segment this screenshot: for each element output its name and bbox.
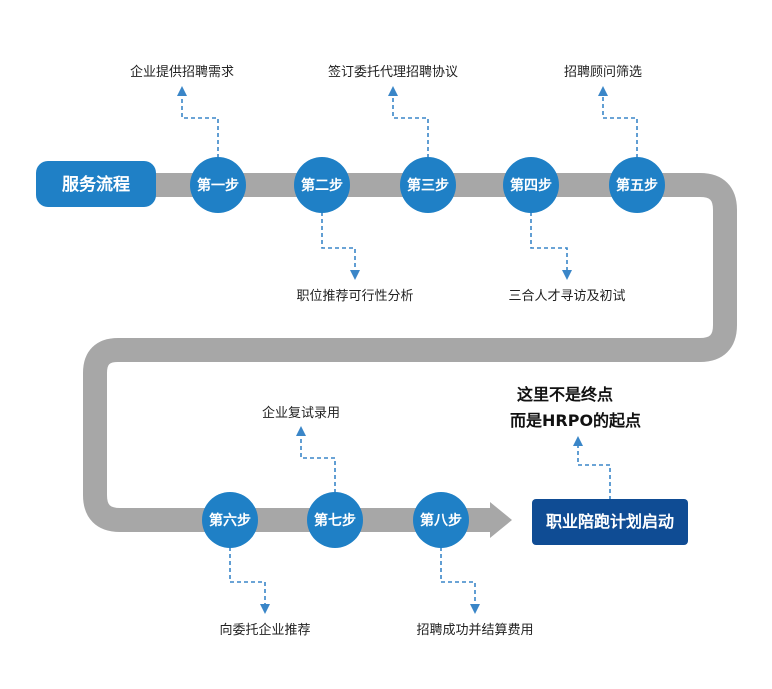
step-2-note: 职位推荐可行性分析 [296, 289, 413, 304]
step-4-note: 三合人才寻访及初试 [508, 289, 625, 304]
slogan-line-2: 而是HRPO的起点 [510, 411, 641, 430]
step-8: 第八步 [413, 492, 469, 548]
connector-step-6 [229, 547, 270, 614]
flow-track [83, 173, 737, 532]
step-6-note: 向委托企业推荐 [219, 622, 310, 638]
connector-step-2 [321, 212, 360, 280]
step-3-note: 签订委托代理招聘协议 [328, 64, 458, 80]
step-2-label: 第二步 [301, 177, 343, 194]
connector-step-7 [296, 426, 336, 493]
step-4: 第四步 [503, 157, 559, 213]
step-3: 第三步 [400, 157, 456, 213]
step-8-note: 招聘成功并结算费用 [416, 623, 533, 638]
start-box: 服务流程 [36, 161, 156, 207]
connector-step-3 [388, 86, 429, 158]
step-1-note: 企业提供招聘需求 [130, 64, 234, 80]
connector-step-8 [440, 547, 480, 614]
step-7-label: 第七步 [314, 512, 356, 529]
step-1: 第一步 [190, 157, 246, 213]
connector-step-5 [598, 86, 638, 158]
connector-step-4 [530, 212, 572, 280]
step-7: 第七步 [307, 492, 363, 548]
step-4-label: 第四步 [510, 177, 552, 194]
step-1-label: 第一步 [197, 177, 239, 194]
step-5: 第五步 [609, 157, 665, 213]
step-7-note: 企业复试录用 [262, 405, 340, 421]
end-label: 职业陪跑计划启动 [546, 512, 674, 531]
step-5-label: 第五步 [616, 177, 658, 194]
step-3-label: 第三步 [407, 177, 449, 194]
slogan-line-1: 这里不是终点 [517, 385, 613, 404]
start-label: 服务流程 [62, 174, 130, 195]
connector-end [573, 436, 611, 500]
connector-step-1 [177, 86, 219, 158]
step-6-label: 第六步 [209, 512, 251, 529]
step-6: 第六步 [202, 492, 258, 548]
step-8-label: 第八步 [420, 512, 462, 529]
step-5-note: 招聘顾问筛选 [564, 65, 642, 80]
flow-arrowhead [490, 502, 512, 538]
step-2: 第二步 [294, 157, 350, 213]
end-box: 职业陪跑计划启动 [532, 499, 688, 545]
